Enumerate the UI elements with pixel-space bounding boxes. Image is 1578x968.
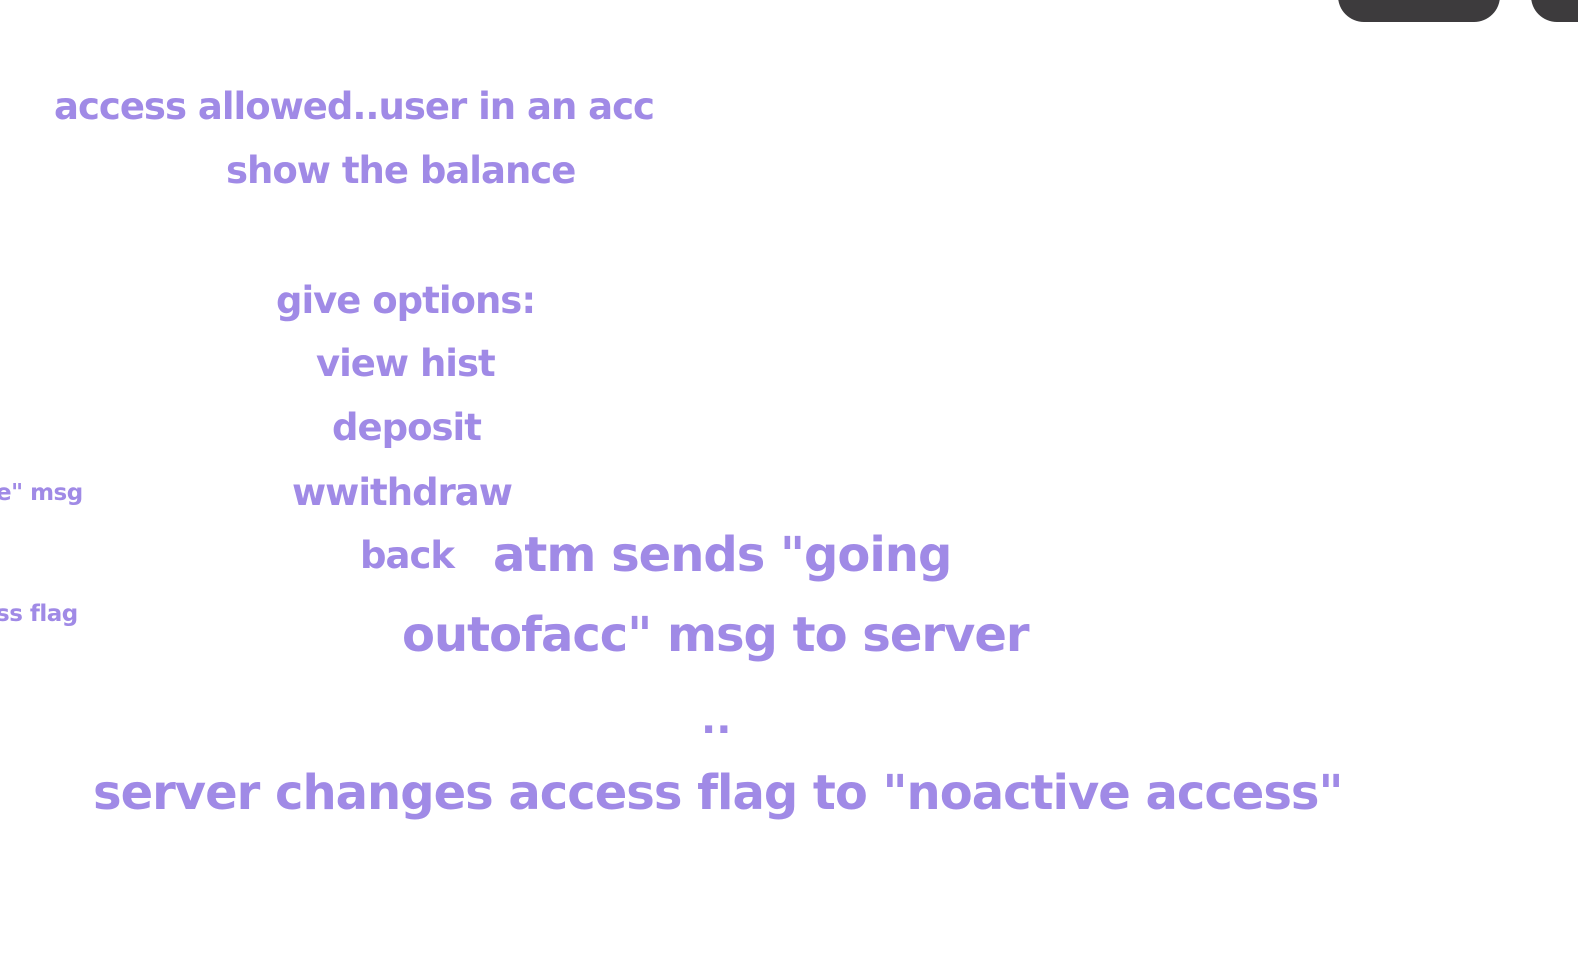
note-atm-sends-line2: outofacc" msg to server [402,607,1030,663]
note-server-changes: server changes access flag to "noactive … [93,765,1343,821]
note-view-hist: view hist [316,342,496,385]
note-give-options: give options: [276,279,536,322]
note-left-clipped-msg: e" msg [0,480,83,506]
note-access-allowed: access allowed..user in an acc [54,85,655,128]
note-show-balance: show the balance [226,149,576,192]
note-withdraw: wwithdraw [292,471,513,514]
note-left-clipped-flag: ss flag [0,601,78,627]
note-back: back [360,534,455,577]
note-deposit: deposit [332,406,482,449]
toolbar-button-secondary[interactable] [1531,0,1578,22]
note-atm-sends-line1: atm sends "going [493,527,952,583]
toolbar-button[interactable] [1338,0,1500,22]
note-ellipsis: .. [701,697,732,743]
